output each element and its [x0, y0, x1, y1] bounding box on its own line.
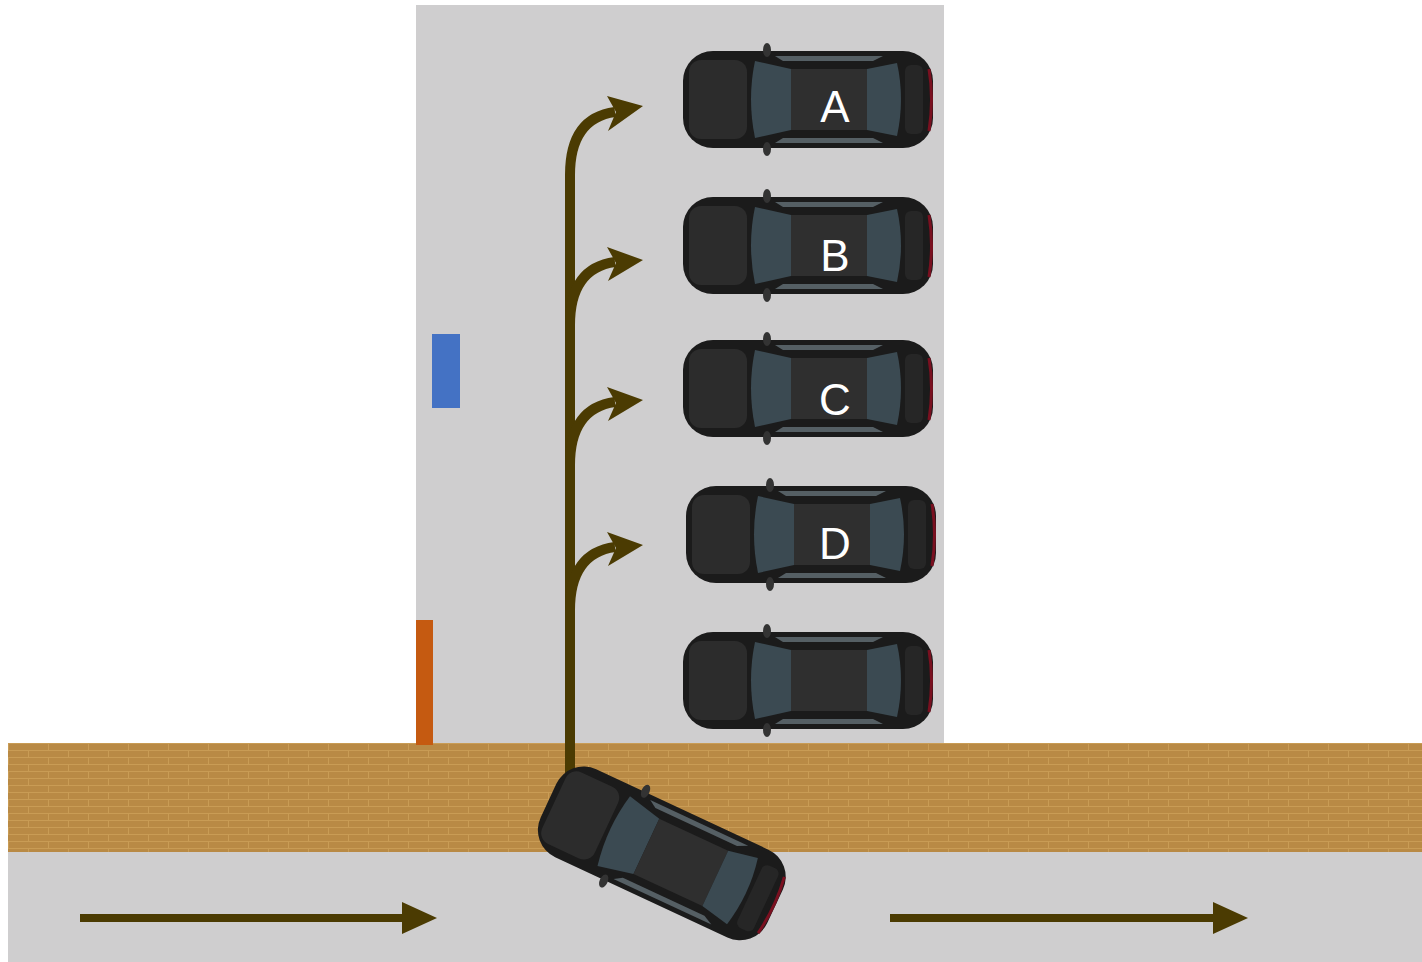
parked-car: [683, 43, 933, 156]
blue-marker: [432, 334, 460, 408]
route-line: [570, 402, 615, 465]
arrow-head: [607, 532, 643, 566]
parking-lot: [416, 5, 944, 747]
route-heads: [607, 96, 643, 566]
route-lines: [570, 112, 615, 775]
turning-car-body: [525, 749, 799, 957]
parked-car: [683, 624, 933, 737]
car-label-box: B: [683, 193, 933, 300]
road-arrows: [80, 902, 1248, 934]
turning-car: [525, 749, 799, 957]
route-line: [570, 112, 615, 775]
orange-post: [416, 620, 433, 745]
road-arrow-line: [890, 914, 1220, 922]
road-arrow-line: [80, 914, 410, 922]
road-arrow-head: [1213, 902, 1248, 934]
arrow-head: [607, 387, 643, 421]
arrow-head: [607, 247, 643, 281]
parked-car: [683, 332, 933, 445]
car-letter: A: [820, 85, 849, 129]
car-label-box: C: [683, 336, 933, 440]
route-line: [570, 547, 615, 610]
parked-car: [683, 189, 933, 302]
car-label-box: D: [686, 482, 936, 588]
car-letter: D: [819, 522, 851, 566]
route-line: [570, 262, 615, 325]
arrow-head: [607, 96, 643, 131]
parked-car: [686, 478, 936, 591]
car-letter: C: [819, 378, 851, 422]
road-arrow-head: [402, 902, 437, 934]
car-letter: B: [820, 234, 849, 278]
car-label-box: A: [683, 47, 933, 152]
